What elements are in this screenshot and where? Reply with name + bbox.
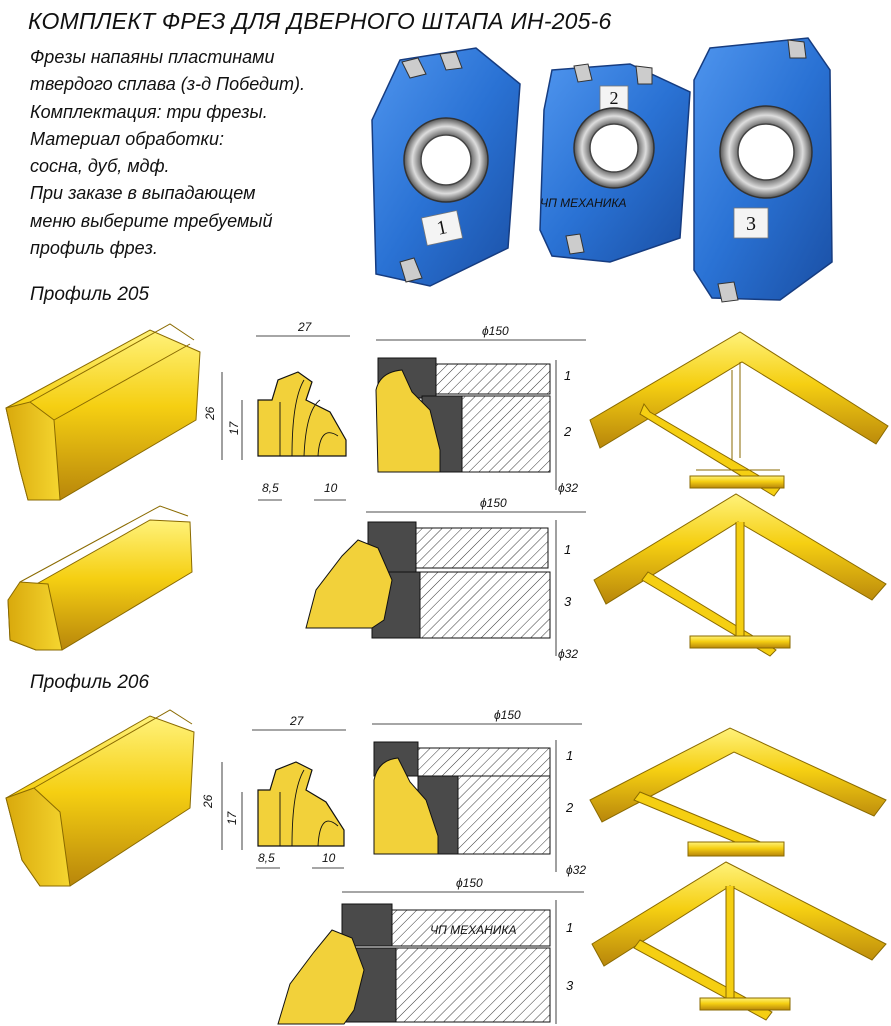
frame-3d-205-b: [593, 493, 887, 657]
drawing-watermark: ЧП МЕХАНИКА: [430, 923, 516, 937]
cutter-number-3: 3: [746, 213, 756, 235]
cutter-1-image: 1: [371, 47, 521, 287]
assembly-cutter-label: 2: [565, 800, 574, 815]
description-line: При заказе в выпадающем: [30, 183, 256, 204]
dim-height: 26: [201, 794, 215, 809]
frame-3d-206-b: [591, 861, 887, 1021]
dim-left-width: 8,5: [262, 481, 279, 495]
assembly-205-cutters-1-2: ϕ150 1 2 ϕ32: [375, 324, 586, 495]
description-line: Комплектация: три фрезы.: [30, 101, 268, 122]
page-title: КОМПЛЕКТ ФРЕЗ ДЛЯ ДВЕРНОГО ШТАПА ИН-205-…: [28, 8, 612, 34]
dim-left-width: 8,5: [258, 851, 275, 865]
cutter-2-image: 2 ЧП МЕХАНИКА: [539, 63, 691, 263]
cutter-number-1: 1: [435, 216, 449, 240]
dim-height: 26: [203, 406, 217, 421]
description-line: твердого сплава (з-д Победит).: [30, 74, 305, 95]
frame-3d-206-a: [589, 727, 887, 857]
dim-inner-height: 17: [227, 420, 241, 435]
assembly-diameter: ϕ150: [456, 876, 483, 890]
moulding-3d-205-b: [7, 505, 193, 651]
frame-3d-205-a: [589, 331, 889, 497]
assembly-cutter-label: 1: [564, 542, 571, 557]
dim-width: 27: [289, 714, 305, 728]
assembly-206-cutters-1-3: ϕ150 ЧП МЕХАНИКА 1 3: [277, 876, 584, 1025]
cutter-photo: 1 2 ЧП МЕХАНИКА 3: [371, 37, 833, 303]
assembly-206-cutters-1-2: ϕ150 1 2 ϕ32: [372, 708, 586, 877]
section-drawing-205: 27 26 17 8,5 10: [203, 320, 350, 501]
assembly-cutter-label: 1: [566, 748, 573, 763]
dim-inner-height: 17: [225, 810, 239, 825]
description: Фрезы напаяны пластинами твердого сплава…: [30, 44, 370, 262]
assembly-bore: ϕ32: [558, 481, 578, 495]
description-line: Материал обработки:: [30, 128, 224, 149]
section-drawing-206: 27 26 17 8,5 10: [201, 714, 346, 869]
assembly-205-cutters-1-3: ϕ150 1 3 ϕ32: [305, 496, 586, 661]
assembly-bore: ϕ32: [558, 647, 578, 661]
cutter-number-2: 2: [610, 88, 619, 108]
description-line: сосна, дуб, мдф.: [30, 156, 170, 177]
assembly-cutter-label: 3: [566, 978, 574, 993]
profile-206-label: Профиль 206: [30, 672, 150, 693]
moulding-3d-206: [5, 709, 195, 887]
dim-right-width: 10: [322, 851, 336, 865]
dim-width: 27: [297, 320, 313, 334]
moulding-3d-205-a: [5, 323, 201, 501]
assembly-bore: ϕ32: [566, 863, 586, 877]
dim-right-width: 10: [324, 481, 338, 495]
assembly-cutter-label: 2: [563, 424, 572, 439]
cutter-3-image: 3: [693, 37, 833, 303]
assembly-cutter-label: 3: [564, 594, 572, 609]
description-line: Фрезы напаяны пластинами: [30, 47, 275, 67]
profile-205-label: Профиль 205: [30, 284, 150, 305]
assembly-cutter-label: 1: [564, 368, 571, 383]
photo-watermark: ЧП МЕХАНИКА: [540, 196, 626, 210]
description-line: меню выберите требуемый: [30, 210, 273, 231]
assembly-diameter: ϕ150: [482, 324, 509, 338]
assembly-diameter: ϕ150: [480, 496, 507, 510]
description-line: профиль фрез.: [30, 238, 158, 259]
assembly-cutter-label: 1: [566, 920, 573, 935]
assembly-diameter: ϕ150: [494, 708, 521, 722]
